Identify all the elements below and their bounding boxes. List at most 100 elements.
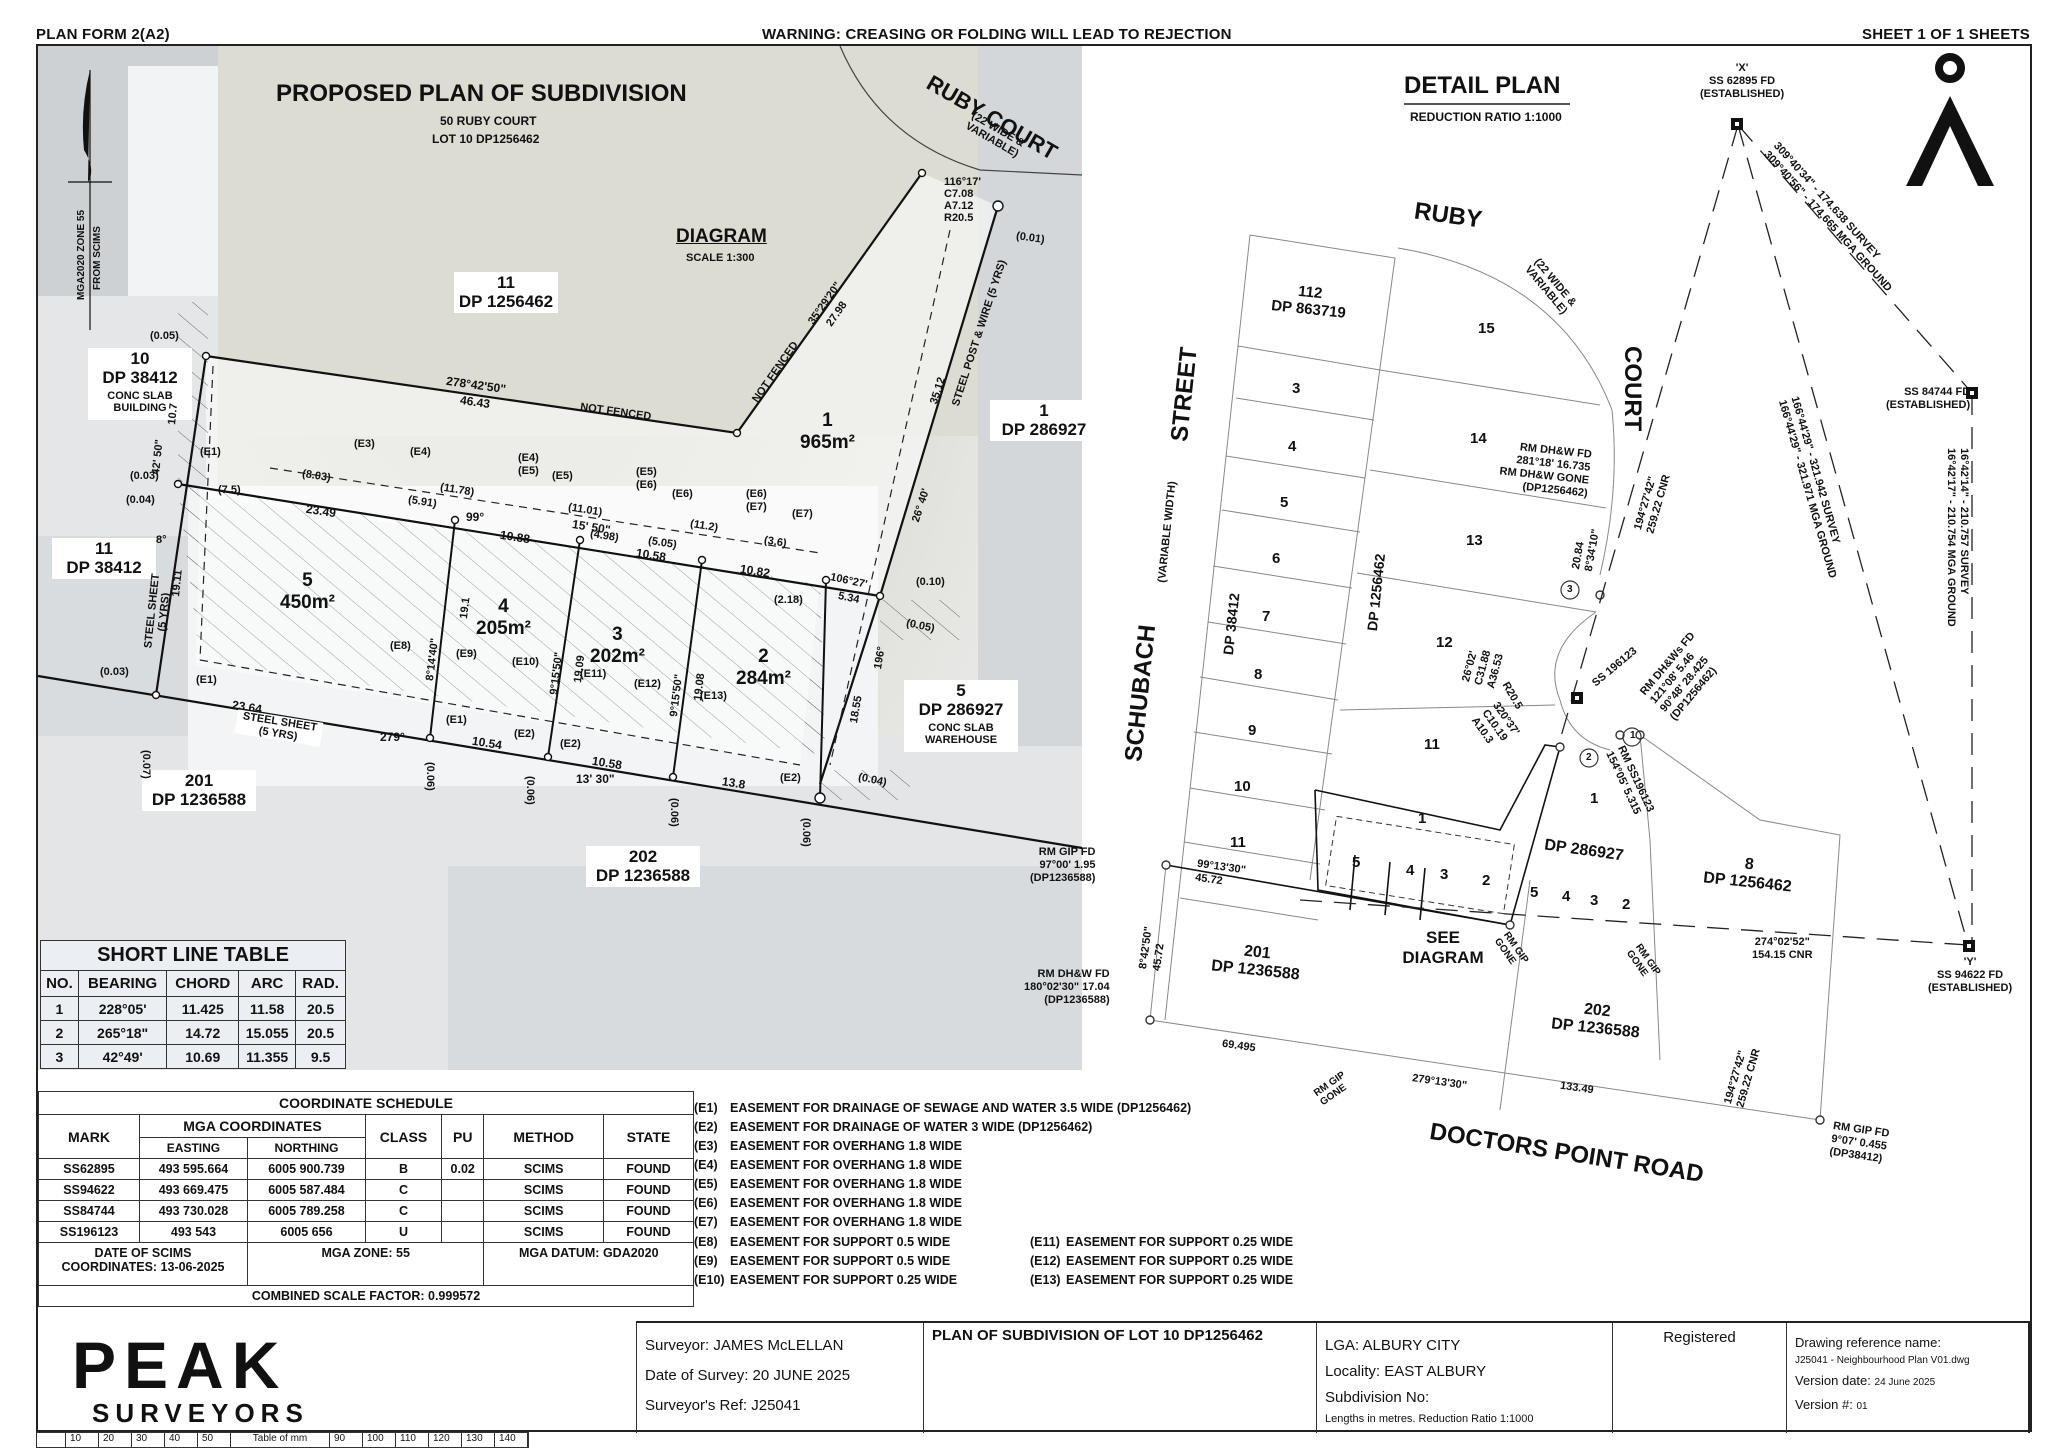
dim-y-line: 274°02'52"154.15 CNR bbox=[1752, 936, 1813, 962]
cell: 10.69 bbox=[166, 1044, 240, 1069]
cell: SS196123 bbox=[38, 1221, 140, 1243]
cell: SCIMS bbox=[483, 1221, 604, 1243]
south-bearing: 279° bbox=[380, 730, 405, 744]
lot-5: 5 450m² bbox=[280, 570, 335, 614]
ruler-tick: 20 bbox=[99, 1433, 132, 1447]
cell bbox=[440, 1200, 485, 1222]
mark-id: SS 84744 FD bbox=[1904, 386, 1971, 398]
divider-1-distance: 19.1 bbox=[458, 596, 473, 620]
cell: FOUND bbox=[602, 1158, 695, 1180]
easement-text: EASEMENT FOR OVERHANG 1.8 WIDE bbox=[730, 1196, 962, 1210]
neighbour-dp: DP 286927 bbox=[1001, 419, 1087, 439]
cell: 11.425 bbox=[166, 996, 240, 1021]
mark-line: (DP1236588) bbox=[1030, 872, 1096, 884]
scims-date-value: COORDINATES: 13-06-2025 bbox=[61, 1260, 225, 1274]
version-date-label: Version date: bbox=[1795, 1373, 1871, 1388]
dp286927-lot: 2 bbox=[1622, 896, 1631, 913]
offset-label: (0.10) bbox=[916, 576, 945, 588]
lengths-note: Lengths in metres. Reduction Ratio 1:100… bbox=[1325, 1413, 1534, 1425]
mark-y: 'Y'SS 94622 FD(ESTABLISHED) bbox=[1928, 956, 2012, 995]
easement-text: EASEMENT FOR OVERHANG 1.8 WIDE bbox=[730, 1177, 962, 1191]
version: Version #: 01 bbox=[1795, 1397, 1868, 1412]
easement-tag-e5-e6: (E5)(E6) bbox=[636, 466, 657, 492]
easement-tag-e1: (E1) bbox=[446, 714, 467, 726]
cell: 14.72 bbox=[166, 1020, 240, 1045]
cell: 0.02 bbox=[440, 1158, 485, 1180]
sub-lot: 3 bbox=[1440, 866, 1449, 883]
cell: C bbox=[364, 1179, 442, 1201]
lot-3: 3 202m² bbox=[590, 624, 645, 668]
easement-tag-e2: (E2) bbox=[560, 738, 581, 750]
cell: 20.5 bbox=[295, 996, 346, 1021]
easement-text: EASEMENT FOR SUPPORT 0.25 WIDE bbox=[730, 1273, 958, 1287]
ruler-tick bbox=[37, 1433, 66, 1447]
easement-code: (E5) bbox=[694, 1177, 718, 1191]
north-arrow-icon bbox=[1906, 53, 1994, 186]
detail-lot: 11 bbox=[1230, 834, 1246, 851]
neighbour-11-dp38412: 11 DP 38412 bbox=[52, 538, 156, 580]
easement-tag-e6: (E6) bbox=[746, 488, 767, 500]
offset-label: (0.03) bbox=[130, 470, 159, 482]
offset-label: (0.03) bbox=[100, 666, 129, 678]
lot-area: 205m² bbox=[476, 618, 531, 639]
detail-lot: 4 bbox=[1288, 438, 1297, 455]
cell: SS62895 bbox=[38, 1158, 140, 1180]
easement-code: (E13) bbox=[1030, 1273, 1061, 1287]
ruler-tick: 140 bbox=[495, 1433, 528, 1447]
cell: 493 730.028 bbox=[139, 1200, 248, 1222]
circle-label-1: 1 bbox=[1630, 730, 1636, 741]
easement-tag-e1: (E1) bbox=[196, 674, 217, 686]
parcel-lot-1: 1 bbox=[1590, 790, 1599, 807]
detail-lot: 10 bbox=[1234, 778, 1251, 795]
curve-angle: 116°17' bbox=[944, 176, 981, 188]
curve-chord: C7.08 bbox=[944, 188, 974, 200]
easement-tag-e2: (E2) bbox=[514, 728, 535, 740]
detail-lot: 3 bbox=[1292, 380, 1301, 397]
detail-lot: 9 bbox=[1248, 722, 1257, 739]
easement-note: (E13)EASEMENT FOR SUPPORT 0.25 WIDE bbox=[1030, 1273, 1293, 1287]
north-label-zone: MGA2020 ZONE 55 bbox=[76, 209, 87, 300]
cell: 265°18" bbox=[77, 1020, 168, 1045]
offset-label: (0.05) bbox=[150, 330, 179, 342]
neighbour-dp: DP 1256462 bbox=[458, 291, 554, 311]
easement-tag-e2: (E2) bbox=[780, 772, 801, 784]
diagram-lot: LOT 10 DP1256462 bbox=[432, 132, 540, 146]
ruler-tick: 90 bbox=[330, 1433, 363, 1447]
col-header: CHORD bbox=[166, 970, 240, 997]
neighbour-1-dp286927: 1 DP 286927 bbox=[990, 400, 1098, 442]
cell bbox=[440, 1179, 485, 1201]
neighbour-lot: 11 bbox=[497, 273, 515, 292]
ruler-tick: 30 bbox=[132, 1433, 165, 1447]
neighbour-11-dp1256462: 11 DP 1256462 bbox=[454, 272, 558, 314]
south-bearing-2: 13' 30" bbox=[576, 772, 615, 786]
lot-4: 4 205m² bbox=[476, 596, 531, 640]
easement-text: EASEMENT FOR OVERHANG 1.8 WIDE bbox=[730, 1158, 962, 1172]
drawing-ref: J25041 - Neighbourhood Plan V01.dwg bbox=[1795, 1355, 1970, 1366]
lga: LGA: ALBURY CITY bbox=[1325, 1337, 1461, 1354]
mark-status: (ESTABLISHED) bbox=[1886, 399, 1971, 411]
lot-1: 1 965m² bbox=[800, 410, 855, 454]
col-header: NO. bbox=[40, 970, 79, 997]
sheet-label: SHEET 1 OF 1 SHEETS bbox=[1862, 26, 2031, 43]
col-header: ARC bbox=[238, 970, 297, 997]
cell: C bbox=[364, 1200, 442, 1222]
easement-tag-e8: (E8) bbox=[390, 640, 411, 652]
easement-tag-e10: (E10) bbox=[512, 656, 539, 668]
mark-id: SS 62895 FD bbox=[1709, 75, 1776, 87]
top-bearing: 99° bbox=[466, 510, 485, 524]
neighbour-202: 202 DP 1236588 bbox=[586, 846, 700, 888]
lot-area: 202m² bbox=[590, 646, 645, 667]
mark-status: (ESTABLISHED) bbox=[1700, 88, 1785, 100]
offset-label: (0.06) bbox=[800, 818, 812, 847]
title-block: Surveyor: JAMES McLELLAN Date of Survey:… bbox=[636, 1321, 2030, 1433]
ruler-tick: 110 bbox=[396, 1433, 429, 1447]
version-label: Version #: bbox=[1795, 1397, 1853, 1412]
dim-line: 16°42'17" - 210.754 MGA GROUND bbox=[1945, 448, 1957, 627]
